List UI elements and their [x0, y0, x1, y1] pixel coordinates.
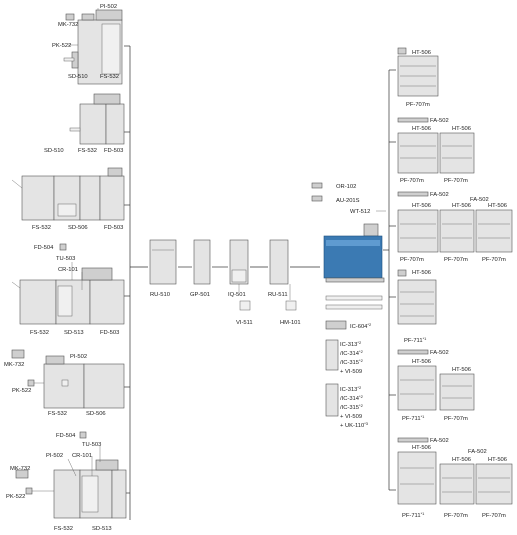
ht-506-label-r5a: HT-506 [412, 359, 431, 365]
finisher-config-1: PI-502 MK-732 PK-522 SD-510 FS-532 [52, 4, 123, 85]
ht-506-label-r2a: HT-506 [412, 126, 431, 132]
mk-732-label-6: MK-732 [10, 466, 30, 472]
fa-502-label-r3b: FA-502 [470, 197, 489, 203]
ic-313-label-2: IC-313*2 [340, 385, 362, 393]
ht-506-label-r6c: HT-506 [488, 457, 507, 463]
sd-506-label-3: SD-506 [68, 225, 88, 231]
fd-503-label-2: FD-503 [104, 148, 123, 154]
pf-707m-label-r2a: PF-707m [400, 178, 424, 184]
vi-511-label: VI-511 [236, 320, 253, 326]
iq-501-label: IQ-501 [228, 292, 246, 298]
vi-509-label-2: + VI-509 [340, 414, 362, 420]
or-102-label: OR-102 [336, 184, 356, 190]
ht-506-label-r5b: HT-506 [452, 367, 471, 373]
fs-532-label-3: FS-532 [32, 225, 51, 231]
pk-522-label-5: PK-522 [12, 388, 31, 394]
fa-502-label-r6a: FA-502 [430, 438, 449, 444]
pf-707m-label-r3a: PF-707m [400, 257, 424, 263]
sd-510-label: SD-510 [68, 74, 88, 80]
fs-532-label: FS-532 [100, 74, 119, 80]
fd-503-label-3: FD-503 [104, 225, 123, 231]
fa-502-label-r6b: FA-502 [468, 449, 487, 455]
ht-506-label-r6b: HT-506 [452, 457, 471, 463]
ic-315-label-2: /IC-315*2 [340, 403, 364, 411]
fs-532-label-6: FS-532 [54, 526, 73, 532]
ht-506-label-r6a: HT-506 [412, 445, 431, 451]
fs-532-label-4: FS-532 [30, 330, 49, 336]
au-201s-label: AU-201S [336, 198, 360, 204]
finisher-config-2: SD-510 FS-532 FD-503 [44, 93, 125, 154]
cr-101-label-4: CR-101 [58, 267, 78, 273]
pi-502-label-6: PI-502 [46, 453, 63, 459]
pf-707m-label-r5: PF-707m [444, 416, 468, 422]
finisher-config-4: FD-504 TU-503 CR-101 FS-532 SD-513 FD-50… [11, 243, 125, 336]
ht-506-label-r3a: HT-506 [412, 203, 431, 209]
fs-532-label-5: FS-532 [48, 411, 67, 417]
wt-512-label: WT-512 [350, 209, 370, 215]
uk-110-label: + UK-110*3 [340, 421, 369, 429]
pf-711-label-r4: PF-711*1 [404, 336, 427, 344]
pf-711-label-r6: PF-711*1 [402, 511, 425, 519]
cr-101-label-6: CR-101 [72, 453, 92, 459]
paper-feed-config-2: FA-502 HT-506 HT-506 PF-707m PF-707m [397, 117, 475, 184]
fa-502-label-r2: FA-502 [430, 118, 449, 124]
pk-522-label: PK-522 [52, 43, 71, 49]
tu-503-label-4: TU-503 [56, 256, 75, 262]
ic-314-label-1: /IC-314*2 [340, 349, 364, 357]
gp-501-label: GP-501 [190, 292, 210, 298]
mk-732-label: MK-732 [58, 22, 78, 28]
ht-506-label-r3c: HT-506 [488, 203, 507, 209]
ht-506-label-r3b: HT-506 [452, 203, 471, 209]
pf-707m-label-r6a: PF-707m [444, 513, 468, 519]
pf-711-label-r5: PF-711*1 [402, 414, 425, 422]
ht-506-label-r4: HT-506 [412, 270, 431, 276]
pi-502-label-5: PI-502 [70, 354, 87, 360]
pk-522-label-6: PK-522 [6, 494, 25, 500]
sd-513-label-4: SD-513 [64, 330, 84, 336]
pf-707m-label-r3b: PF-707m [444, 257, 468, 263]
pf-707m-label-r2b: PF-707m [444, 178, 468, 184]
fd-504-label-6: FD-504 [56, 433, 76, 439]
finisher-config-6: FD-504 TU-503 PI-502 CR-101 MK-732 PK-52… [6, 431, 127, 532]
pf-707m-label-r3c: PF-707m [482, 257, 506, 263]
ic-313-label-1: IC-313*2 [340, 340, 362, 348]
vi-509-label-1: + VI-509 [340, 369, 362, 375]
fa-502-label-r5: FA-502 [430, 350, 449, 356]
tu-503-label-6: TU-503 [82, 442, 101, 448]
sd-513-label-6: SD-513 [92, 526, 112, 532]
pf-707m-label-r6b: PF-707m [482, 513, 506, 519]
finisher-config-5: PI-502 MK-732 PK-522 FS-532 SD-506 [4, 349, 125, 417]
ic-604-label: IC-604*2 [350, 322, 372, 330]
paper-feed-config-5: FA-502 HT-506 HT-506 PF-711*1 PF-707m [397, 349, 475, 422]
sd-510-label-2: SD-510 [44, 148, 64, 154]
pi-502-label: PI-502 [100, 4, 117, 10]
fd-504-label-4: FD-504 [34, 245, 54, 251]
fa-502-label-r3a: FA-502 [430, 192, 449, 198]
sd-506-label-5: SD-506 [86, 411, 106, 417]
main-printer: OR-102 AU-201S WT-512 IC-604*2 IC-313*2 … [311, 182, 386, 429]
finisher-config-3: FS-532 SD-506 FD-503 [11, 167, 125, 231]
fs-532-label-2: FS-532 [78, 148, 97, 154]
inline-modules-chain: RU-510 GP-501 IQ-501 VI-511 RU-511 HM-10… [149, 239, 301, 326]
ru-510-label: RU-510 [150, 292, 170, 298]
ic-315-label-1: /IC-315*2 [340, 358, 364, 366]
fd-503-label-4: FD-503 [100, 330, 119, 336]
pf-707m-label-r1: PF-707m [406, 102, 430, 108]
paper-feed-config-6: FA-502 FA-502 HT-506 HT-506 HT-506 PF-71… [397, 437, 513, 519]
ru-511-label: RU-511 [268, 292, 288, 298]
ht-506-label-r2b: HT-506 [452, 126, 471, 132]
connector-lines [124, 45, 396, 520]
hm-101-label: HM-101 [280, 320, 301, 326]
paper-feed-config-1: HT-506 PF-707m [397, 47, 439, 108]
ic-314-label-2: /IC-314*2 [340, 394, 364, 402]
mk-732-label-5: MK-732 [4, 362, 24, 368]
ht-506-label-r1: HT-506 [412, 50, 431, 56]
paper-feed-config-3: FA-502 FA-502 HT-506 HT-506 HT-506 PF-70… [397, 191, 513, 263]
paper-feed-config-4: HT-506 PF-711*1 [397, 269, 437, 344]
